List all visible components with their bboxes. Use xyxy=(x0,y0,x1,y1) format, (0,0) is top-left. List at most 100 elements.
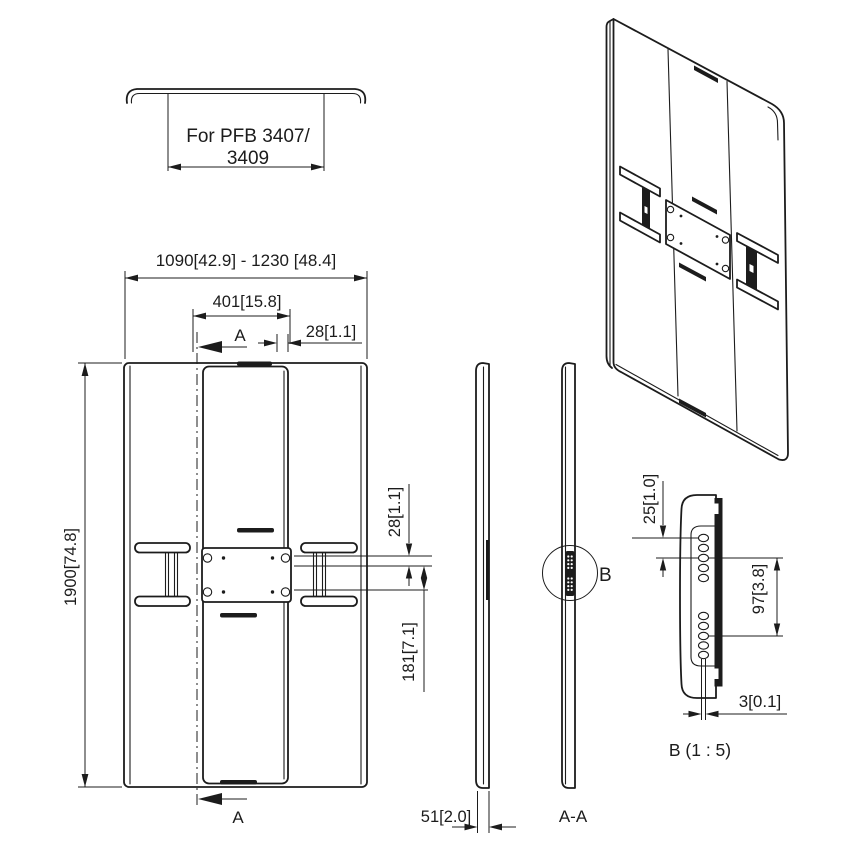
plate-dot xyxy=(270,556,275,560)
adapter-left-bottom-bar xyxy=(134,595,191,607)
top-view-inner-profile xyxy=(130,92,362,104)
slot-bottom xyxy=(220,780,257,785)
section-aa-view: B A-A xyxy=(542,362,612,826)
iso-adapter-left-top-bar xyxy=(619,165,661,198)
detail-inner-plate xyxy=(690,525,717,667)
iso-adapter-right-strut-hole xyxy=(749,264,754,273)
section-view-label: A-A xyxy=(559,807,588,826)
iso-plate-dot xyxy=(715,235,719,238)
thickness-lines xyxy=(683,659,787,720)
adapter-right-bottom-bar xyxy=(300,595,358,607)
hole-pitch-label: 25[1.0] xyxy=(641,474,659,524)
height-label: 1900[74.8] xyxy=(62,528,80,606)
iso-adapter-left-strut-hole xyxy=(644,206,648,214)
arrowhead xyxy=(277,312,290,320)
iso-plate-hole xyxy=(721,264,730,273)
plate-hole xyxy=(202,553,213,563)
top-view: For PFB 3407/ 3409 xyxy=(125,88,367,171)
arrowhead xyxy=(659,525,667,538)
arrowhead xyxy=(773,558,781,571)
plate-dot xyxy=(270,590,275,594)
arrowhead xyxy=(405,543,413,556)
side-strip-segment xyxy=(486,540,490,600)
strip-length-label: 97[3.8] xyxy=(750,564,768,614)
side-profile xyxy=(475,362,490,789)
plate-dot xyxy=(221,590,226,594)
top-view-note-line2: 3409 xyxy=(227,148,269,169)
iso-plate-hole xyxy=(721,236,730,244)
iso-right-fold-line xyxy=(767,106,779,141)
hole-offset-label: 28[1.1] xyxy=(386,487,404,537)
arrowhead xyxy=(81,774,89,787)
strip-length-lines xyxy=(709,557,783,637)
iso-adapter-left-bottom-bar xyxy=(619,211,661,244)
arrowhead xyxy=(420,578,428,590)
arrowhead xyxy=(125,274,138,282)
slot-middle xyxy=(237,528,274,533)
top-view-note-line1: For PFB 3407/ xyxy=(186,126,310,147)
front-view: 1090[42.9] - 1230 [48.4] 401[15.8] 28[1.… xyxy=(62,251,432,827)
iso-adapter-right-top-bar xyxy=(736,232,779,264)
depth-extension-lines xyxy=(477,791,490,833)
side-view: 51[2.0] xyxy=(421,362,516,833)
detail-strip-notch-top xyxy=(714,503,719,514)
arrowhead xyxy=(420,566,428,578)
depth-label: 51[2.0] xyxy=(421,808,471,826)
edge-offset-extension-lines xyxy=(276,334,289,352)
iso-slot-middle xyxy=(692,196,717,215)
iso-plate-dot xyxy=(679,214,683,218)
lower-offset-label: 181[7.1] xyxy=(400,622,418,682)
detail-view-title: B (1 : 5) xyxy=(669,740,731,760)
thickness-label: 3[0.1] xyxy=(739,692,782,711)
arrowhead xyxy=(773,623,781,636)
iso-slot-below-plate xyxy=(679,262,706,282)
arrowhead xyxy=(464,823,478,831)
arrowhead xyxy=(168,163,181,171)
width-range-label: 1090[42.9] - 1230 [48.4] xyxy=(156,251,337,270)
adapter-left-top-bar xyxy=(134,542,191,554)
detail-mount-strip xyxy=(714,498,723,687)
slot-top xyxy=(237,361,272,366)
section-label-top: A xyxy=(234,326,246,345)
edge-offset-label: 28[1.1] xyxy=(306,323,356,341)
top-view-extension-lines xyxy=(167,93,325,171)
arrowhead xyxy=(659,558,667,571)
iso-left-edge-face xyxy=(605,18,615,369)
slot-below-plate xyxy=(220,613,257,618)
adapter-right-struts xyxy=(312,551,327,598)
arrowhead xyxy=(311,163,324,171)
arrowhead xyxy=(489,823,502,831)
hole-pitch-lines xyxy=(632,481,699,577)
arrowhead xyxy=(81,363,89,376)
width-extension-lines xyxy=(124,271,368,359)
iso-slot-bottom xyxy=(679,398,706,418)
plate-offset-label: 401[15.8] xyxy=(213,293,282,311)
plate-hole xyxy=(280,553,291,563)
detail-circle-b xyxy=(542,545,598,601)
arrowhead xyxy=(405,566,413,579)
arrowhead xyxy=(705,710,719,718)
detail-b-view: 25[1.0] 97[3.8] 3[0.1] B (1 : 5) xyxy=(632,474,787,760)
top-view-outer-profile xyxy=(125,88,367,104)
iso-plate-dot xyxy=(679,242,683,245)
section-strip-holes xyxy=(567,555,573,592)
section-mount-strip xyxy=(565,551,575,596)
panel-inner-fold-lines xyxy=(129,365,362,785)
arrowhead xyxy=(688,710,702,718)
plate-hole xyxy=(280,587,291,597)
mounting-plate xyxy=(201,547,292,603)
iso-plate-hole xyxy=(666,205,675,214)
detail-marker-label: B xyxy=(599,565,612,586)
adapter-left-struts xyxy=(164,551,179,598)
iso-plate-dot xyxy=(715,262,719,266)
adapter-right-top-bar xyxy=(300,542,358,554)
arrowhead xyxy=(288,339,301,347)
arrowhead xyxy=(354,274,367,282)
arrowhead xyxy=(193,312,206,320)
plate-hole xyxy=(202,587,213,597)
iso-plate-hole xyxy=(666,233,675,242)
iso-slot-top xyxy=(694,65,718,83)
plate-dot xyxy=(221,556,226,560)
